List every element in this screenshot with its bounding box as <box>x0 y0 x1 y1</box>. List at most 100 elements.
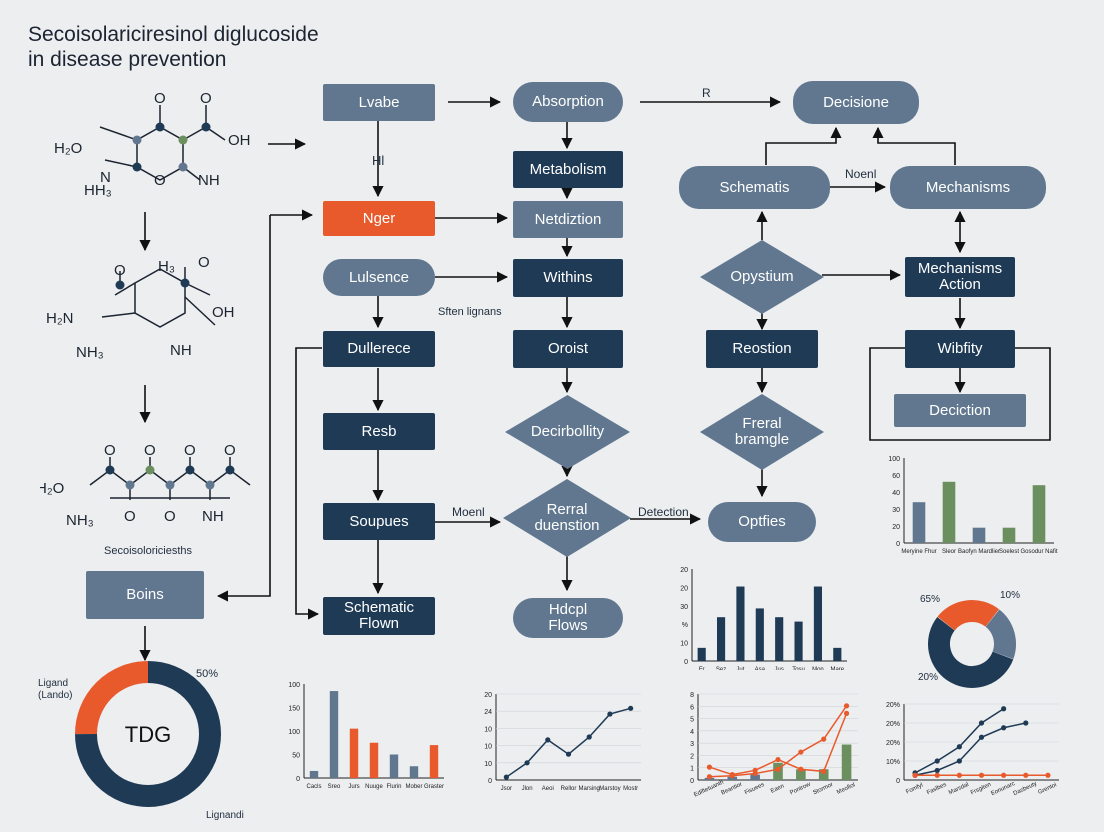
x-tick-label: Jut <box>736 667 744 670</box>
bar <box>912 502 926 543</box>
data-point <box>706 764 713 770</box>
node-opystium-label: Opystium <box>730 268 794 285</box>
x-tick-label: Gosodur Nafit <box>1020 549 1057 555</box>
node-decisione[interactable]: Decisione <box>793 81 919 124</box>
donut-main-center: TDG <box>125 722 171 747</box>
y-tick-label: % <box>682 622 688 629</box>
data-point <box>752 767 758 773</box>
bar <box>429 745 439 778</box>
node-opystium[interactable]: Opystium <box>700 240 824 314</box>
node-schematic-flown[interactable]: Schematic Flown <box>323 597 435 635</box>
data-point <box>821 736 827 742</box>
frame-line <box>869 347 1051 441</box>
y-tick-label: 0 <box>684 659 688 666</box>
y-tick-label: 10 <box>484 744 492 751</box>
data-point <box>545 737 551 743</box>
data-point <box>1023 772 1029 778</box>
mol2-a3: O <box>114 262 126 279</box>
y-tick-label: 30 <box>680 604 688 611</box>
data-point <box>798 749 804 755</box>
node-absorption[interactable]: Absorption <box>513 82 623 122</box>
node-hdcpl[interactable]: Hdcpl Flows <box>513 598 623 638</box>
mol1-a7: O <box>154 172 166 189</box>
node-soupues[interactable]: Soupues <box>323 503 435 540</box>
bar <box>750 774 760 780</box>
data-point <box>978 734 985 740</box>
data-point <box>934 767 940 774</box>
mol3-a2: NH₃ <box>66 512 94 529</box>
node-netdiztion[interactable]: Netdiztion <box>513 201 623 238</box>
node-decirbollity[interactable]: Decirbollity <box>505 395 630 469</box>
mol2-a6: OH <box>212 304 235 321</box>
node-lvabe[interactable]: Lvabe <box>323 84 435 121</box>
edge-label-moenl: Moenl <box>452 505 485 519</box>
node-lulsence[interactable]: Lulsence <box>323 259 435 296</box>
data-point <box>956 758 962 764</box>
data-point <box>1001 772 1007 778</box>
node-mechanisms-action[interactable]: Mechanisms Action <box>905 257 1015 297</box>
arrow <box>295 347 322 620</box>
x-tick-label: Mare <box>830 667 844 670</box>
x-tick-label: Mober <box>405 784 422 790</box>
donut-main-left-label: Ligand (Lando) <box>38 678 73 701</box>
node-withins[interactable]: Withins <box>513 259 623 297</box>
node-boins[interactable]: Boins <box>86 571 204 619</box>
bar <box>794 621 803 661</box>
x-tick-label: Pontrow <box>789 781 812 796</box>
node-deciction[interactable]: Deciction <box>894 394 1026 427</box>
data-point <box>978 772 985 778</box>
x-tick-label: Fr <box>699 667 705 670</box>
x-tick-label: Sleor <box>942 549 956 555</box>
x-tick-label: Flurin <box>386 784 401 790</box>
y-tick-label: 20% <box>886 721 900 728</box>
node-resb[interactable]: Resb <box>323 413 435 450</box>
series-line <box>505 707 631 778</box>
donut-main-segment-dark <box>75 661 221 807</box>
y-tick-label: 100 <box>888 456 900 463</box>
node-wibfity[interactable]: Wibfity <box>905 330 1015 368</box>
edge-label-hl: Hl <box>372 153 385 168</box>
mol3-a7: O <box>164 508 176 525</box>
x-tick-label: Rellor <box>561 786 577 792</box>
bar <box>369 742 379 778</box>
y-tick-label: 5 <box>690 717 694 724</box>
bar <box>1032 485 1046 543</box>
x-tick-label: Dasbeuty <box>1013 781 1039 797</box>
x-tick-label: Sreo <box>328 784 341 790</box>
node-dullerece[interactable]: Dullerece <box>323 331 435 367</box>
bar <box>736 586 745 661</box>
arrow <box>765 126 842 165</box>
node-metabolism[interactable]: Metabolism <box>513 151 623 188</box>
node-mechanisms[interactable]: Mechanisms <box>890 166 1046 209</box>
y-tick-label: 30 <box>892 507 900 514</box>
node-rerral[interactable]: Rerral duenstion <box>503 479 631 557</box>
x-tick-label: Jlon <box>522 786 533 792</box>
page-title: Secoisolariciresinol diglucoside in dise… <box>28 22 319 72</box>
node-reostion[interactable]: Reostion <box>706 330 818 368</box>
data-point <box>706 774 713 780</box>
node-nger[interactable]: Nger <box>323 201 435 236</box>
bar <box>697 647 706 661</box>
node-freral[interactable]: Freral bramgle <box>700 394 824 470</box>
mol3-a1: H₂O <box>40 480 64 497</box>
data-point <box>978 720 985 726</box>
mol3-a5: O <box>184 442 196 459</box>
y-tick-label: 20 <box>680 585 688 592</box>
data-point <box>1001 706 1007 712</box>
data-point <box>775 766 781 772</box>
node-oroist[interactable]: Oroist <box>513 330 623 368</box>
data-point <box>1001 725 1007 731</box>
molecule-caption: Secoisoloriciesths <box>104 545 193 557</box>
donut-main-segment-orange <box>75 661 149 735</box>
x-tick-label: Eaen <box>770 783 785 794</box>
donut-right-segment <box>937 600 999 631</box>
y-tick-label: 4 <box>690 729 694 736</box>
node-schematis[interactable]: Schematis <box>679 166 830 209</box>
node-optfies[interactable]: Optfies <box>708 502 816 542</box>
y-tick-label: 0 <box>488 778 492 785</box>
mol3-a6: O <box>124 508 136 525</box>
y-tick-label: 8 <box>690 692 694 699</box>
mol1-a5: O <box>200 90 212 107</box>
node-rerral-label: Rerral duenstion <box>534 501 600 534</box>
